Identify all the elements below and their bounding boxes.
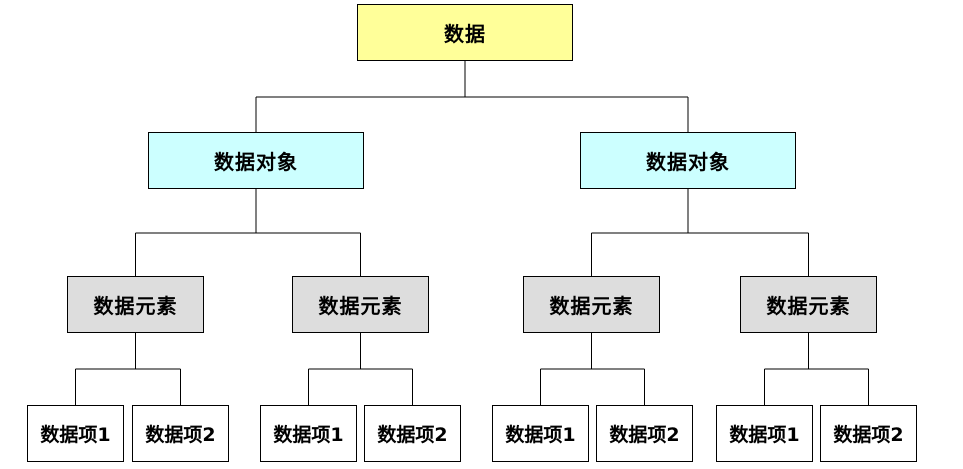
element-node: 数据元素 (523, 276, 660, 333)
root-node: 数据 (357, 4, 573, 61)
item-node: 数据项2 (820, 405, 917, 462)
item-node: 数据项2 (596, 405, 693, 462)
object-node: 数据对象 (148, 132, 364, 189)
element-node: 数据元素 (292, 276, 429, 333)
item-node: 数据项2 (364, 405, 461, 462)
item-node: 数据项2 (132, 405, 229, 462)
element-node: 数据元素 (67, 276, 204, 333)
item-node: 数据项1 (492, 405, 589, 462)
item-node: 数据项1 (27, 405, 124, 462)
item-node: 数据项1 (716, 405, 813, 462)
element-node: 数据元素 (740, 276, 877, 333)
object-node: 数据对象 (580, 132, 796, 189)
item-node: 数据项1 (260, 405, 357, 462)
